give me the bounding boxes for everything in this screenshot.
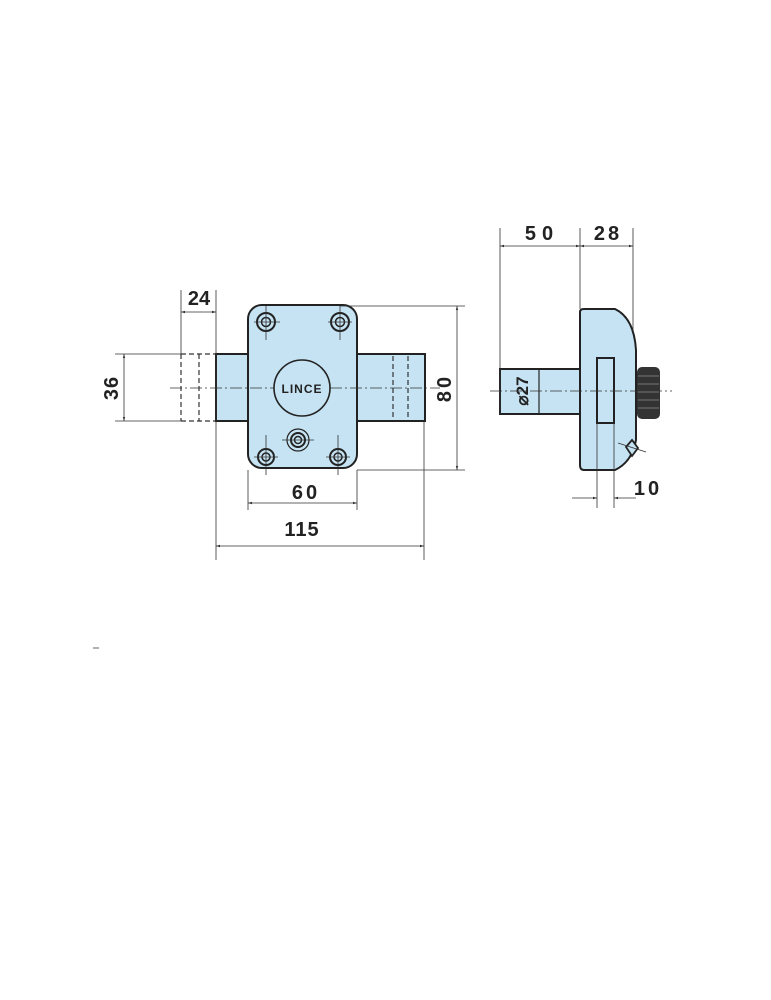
dim-cylinder-diameter: ⌀27 bbox=[513, 376, 532, 405]
dim-overall-width: 115 bbox=[284, 519, 319, 541]
knob bbox=[637, 367, 660, 419]
dim-slot-width: 10 bbox=[634, 478, 662, 500]
logo-text: LINCE bbox=[282, 382, 323, 396]
dim-body-width: 60 bbox=[292, 482, 320, 504]
dim-bolt-throw: 24 bbox=[188, 288, 211, 310]
side-view: ⌀27 50 28 10 bbox=[490, 223, 672, 508]
front-view: LINCE 24 36 80 60 115 bbox=[101, 288, 465, 560]
side-dimension-lines bbox=[499, 228, 636, 508]
dim-cylinder-length: 50 bbox=[525, 223, 559, 245]
dim-bolt-height: 36 bbox=[101, 376, 123, 400]
cylinder bbox=[499, 368, 581, 415]
dim-body-height: 80 bbox=[434, 374, 456, 402]
dimension-lines bbox=[115, 290, 465, 560]
slot bbox=[596, 357, 615, 424]
dim-body-depth: 28 bbox=[594, 223, 622, 245]
pin bbox=[624, 438, 640, 458]
logo-circle bbox=[273, 359, 331, 417]
